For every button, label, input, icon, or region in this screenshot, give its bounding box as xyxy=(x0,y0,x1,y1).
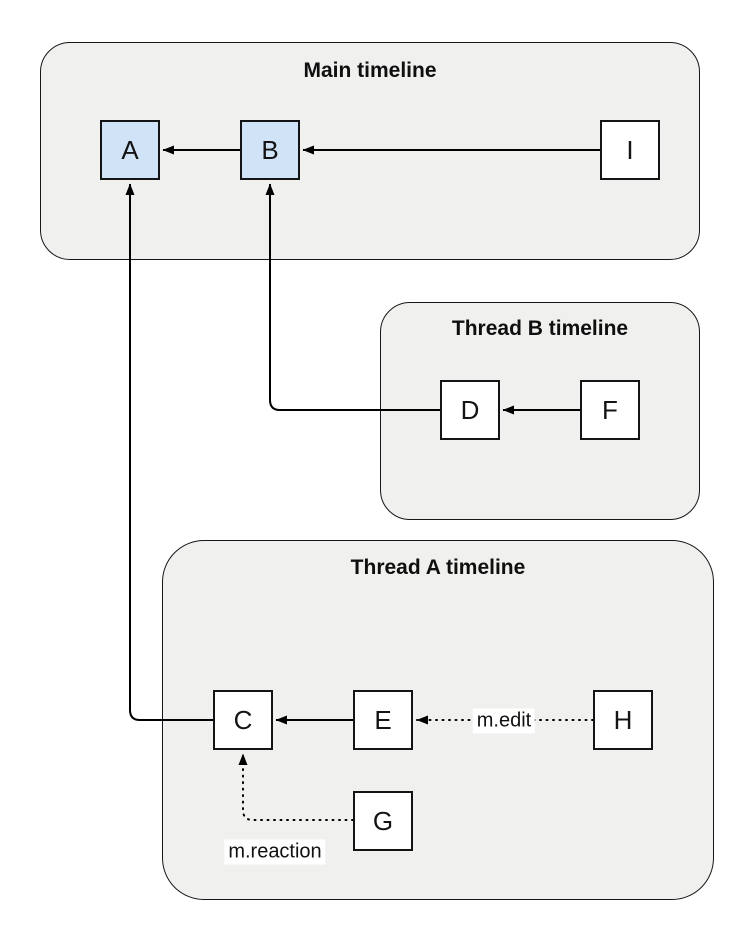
container-title-thread-a: Thread A timeline xyxy=(350,556,526,579)
node-g-label: G xyxy=(372,805,394,836)
node-b-label: B xyxy=(261,134,279,165)
container-title-main: Main timeline xyxy=(303,59,437,82)
node-c-label: C xyxy=(233,704,253,735)
node-h-label: H xyxy=(613,704,633,735)
node-d-label: D xyxy=(460,394,480,425)
node-e-label: E xyxy=(374,704,392,735)
node-c: C xyxy=(213,690,273,750)
node-g: G xyxy=(353,791,413,851)
node-f: F xyxy=(580,380,640,440)
node-e: E xyxy=(353,690,413,750)
node-h: H xyxy=(593,690,653,750)
node-a-label: A xyxy=(121,134,139,165)
edge-label-m-edit: m.edit xyxy=(472,708,536,734)
node-i: I xyxy=(600,120,660,180)
node-i-label: I xyxy=(626,134,634,165)
node-d: D xyxy=(440,380,500,440)
edge-label-m-reaction: m.reaction xyxy=(224,839,326,865)
node-a: A xyxy=(100,120,160,180)
node-f-label: F xyxy=(602,394,618,425)
container-title-thread-b: Thread B timeline xyxy=(451,317,629,340)
node-b: B xyxy=(240,120,300,180)
container-thread-b-timeline: Thread B timeline xyxy=(380,302,700,520)
